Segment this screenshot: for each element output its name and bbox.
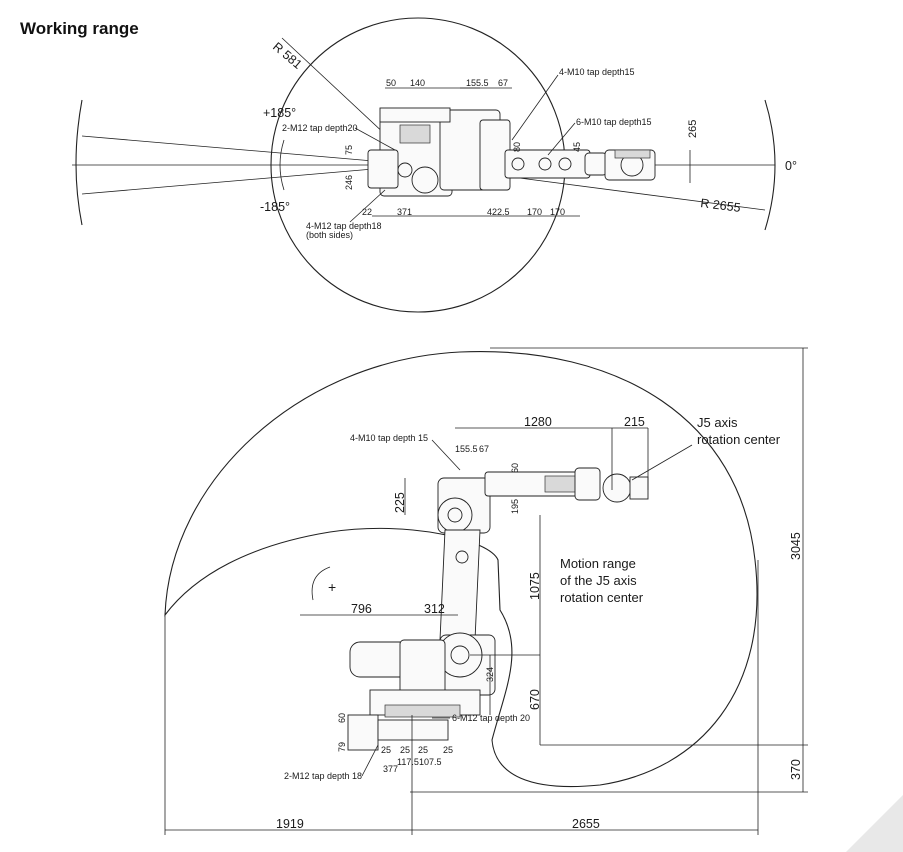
- note-4-m10-side: 4-M10 tap depth 15: [350, 433, 428, 443]
- dim-79: 79: [337, 742, 347, 752]
- dim-370: 370: [789, 759, 803, 780]
- dim-225: 225: [393, 492, 407, 513]
- dim-371: 371: [397, 207, 412, 217]
- dim-324: 324: [485, 667, 495, 682]
- radius-581-arc: [279, 139, 285, 191]
- dim-25b: 25: [400, 745, 410, 755]
- note-2-m12: 2-M12 tap depth20: [282, 123, 358, 133]
- motion-range-envelope: [164, 351, 758, 788]
- dim-3045: 3045: [789, 532, 803, 560]
- dim-60: 60: [510, 463, 520, 473]
- j5-label-1: J5 axis: [697, 415, 738, 430]
- dim-140: 140: [410, 78, 425, 88]
- outer-range-arc: [75, 99, 83, 226]
- dim-422-5: 422.5: [487, 207, 510, 217]
- dim-155-5: 155.5: [466, 78, 489, 88]
- dim-80: 80: [512, 142, 522, 152]
- note-6-m10: 6-M10 tap depth15: [576, 117, 652, 127]
- dim-215: 215: [624, 415, 645, 429]
- page-title: Working range: [20, 19, 139, 38]
- dim-25a: 25: [381, 745, 391, 755]
- angle-pos-label: +185°: [263, 106, 296, 120]
- dim-670: 670: [528, 689, 542, 710]
- dim-1075: 1075: [528, 572, 542, 600]
- dim-50: 50: [386, 78, 396, 88]
- dim-25d: 25: [443, 745, 453, 755]
- dim-60-base: 60: [337, 713, 347, 723]
- dim-170a: 170: [527, 207, 542, 217]
- dim-67: 67: [498, 78, 508, 88]
- motion-label-3: rotation center: [560, 590, 644, 605]
- note-4-m12: 4-M12 tap depth18: [306, 221, 382, 231]
- dim-45: 45: [572, 142, 582, 152]
- dim-155-5-side: 155.5: [455, 444, 478, 454]
- dim-195: 195: [510, 499, 520, 514]
- dim-67-side: 67: [479, 444, 489, 454]
- dim-2655: 2655: [572, 817, 600, 831]
- dim-1919: 1919: [276, 817, 304, 831]
- dim-25c: 25: [418, 745, 428, 755]
- radius-2655-label: R 2655: [700, 196, 742, 215]
- dim-796: 796: [351, 602, 372, 616]
- note-4-m12-sides: (both sides): [306, 230, 353, 240]
- dim-1280: 1280: [524, 415, 552, 429]
- dim-265: 265: [687, 120, 699, 138]
- dim-170b: 170: [550, 207, 565, 217]
- angle-zero-label: 0°: [785, 159, 797, 173]
- motion-label-1: Motion range: [560, 556, 636, 571]
- angle-line-pos: [81, 135, 421, 166]
- j5-label-2: rotation center: [697, 432, 781, 447]
- angle-line-neg: [81, 164, 421, 195]
- side-view: +: [164, 347, 808, 835]
- corner-fold: [846, 795, 903, 852]
- top-view: R 581 R 2655 +185° -185° 0° 50 140 155.5…: [72, 17, 797, 313]
- dim-246: 246: [344, 175, 354, 190]
- dim-22: 22: [362, 207, 372, 217]
- note-4-m10: 4-M10 tap depth15: [559, 67, 635, 77]
- note-2-m12-side: 2-M12 tap depth 18: [284, 771, 362, 781]
- radius-581-label: R 581: [270, 40, 305, 72]
- dim-377: 377: [383, 764, 398, 774]
- dim-312: 312: [424, 602, 445, 616]
- dim-117-5: 117.5: [397, 757, 419, 767]
- angle-neg-label: -185°: [260, 200, 290, 214]
- dim-75: 75: [344, 145, 354, 155]
- origin-cross: +: [328, 579, 336, 595]
- dim-107-5: 107.5: [419, 757, 442, 767]
- motion-label-2: of the J5 axis: [560, 573, 637, 588]
- note-6-m12-side: 6-M12 tap depth 20: [452, 713, 530, 723]
